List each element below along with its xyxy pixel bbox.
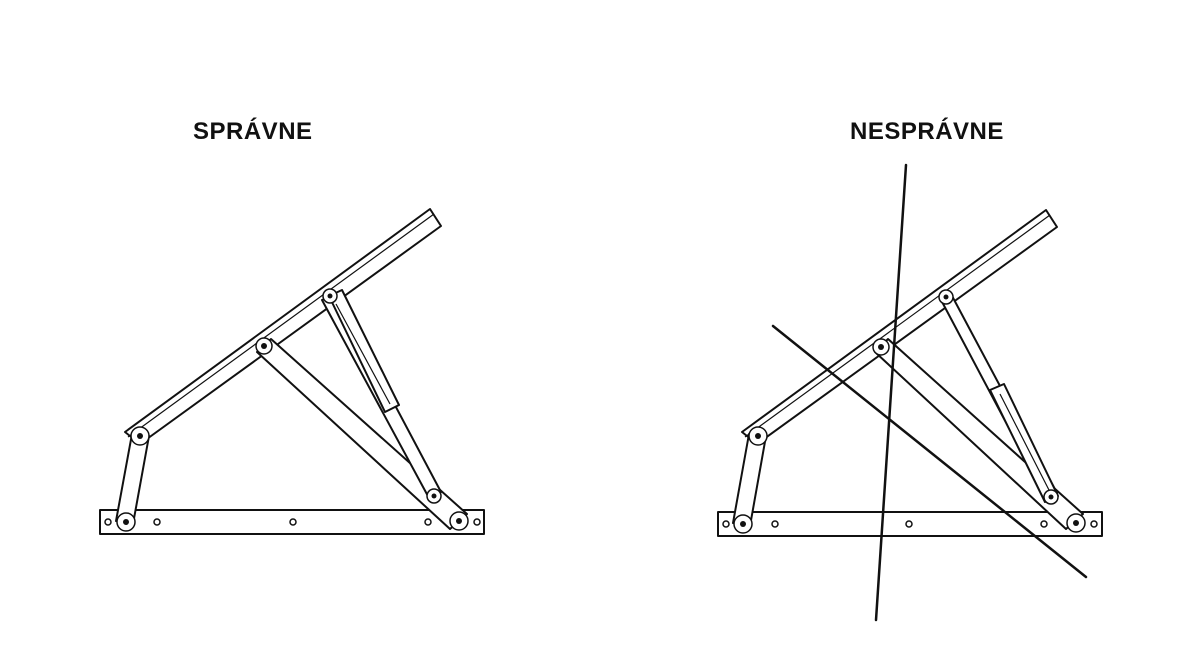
incorrect-label: NESPRÁVNE [850, 118, 1004, 145]
base-rail [717, 511, 1103, 537]
main-arm [872, 338, 1084, 530]
gas-spring [321, 288, 442, 504]
base-rail [99, 509, 485, 535]
front-link [115, 426, 150, 532]
mechanism-incorrect [717, 163, 1103, 622]
rear-pivot [449, 511, 469, 531]
rear-pivot [1066, 513, 1086, 533]
main-arm [255, 337, 468, 530]
cross-out-mark [771, 163, 1088, 622]
gas-spring [938, 289, 1059, 505]
mechanism-correct [99, 208, 485, 535]
front-link [732, 426, 768, 534]
correct-label: SPRÁVNE [193, 118, 313, 145]
